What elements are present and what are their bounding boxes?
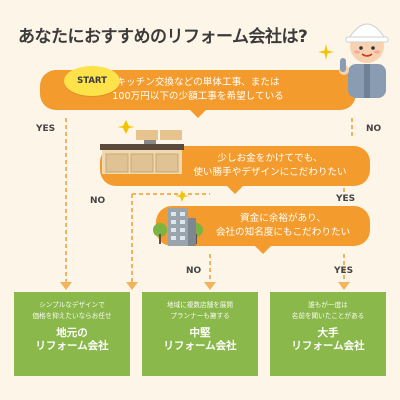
question-3-line-2: 会社の知名度にもこだわりたい [215, 227, 351, 238]
answer-q2-no: NO [90, 196, 106, 206]
result-local-desc-2: 価格を抑えたいならお任せ [32, 312, 112, 320]
result-mid-desc-2: プランナーも擁する [170, 312, 230, 320]
result-major-name-2: リフォーム会社 [291, 340, 365, 352]
result-major-desc-1: 誰もが一度は [308, 301, 348, 309]
answer-q1-no: NO [366, 124, 382, 134]
answer-q2-yes: YES [336, 194, 356, 204]
question-1-line-1: キッチン交換などの単体工事、または [116, 77, 280, 88]
result-local-name-2: リフォーム会社 [35, 340, 109, 352]
worker-character-icon [339, 23, 389, 98]
page-title: あなたにおすすめのリフォーム会社は? [18, 27, 308, 47]
question-2-line-1: 少しお金をかけてでも、 [217, 153, 323, 164]
result-mid-name-2: リフォーム会社 [163, 340, 237, 352]
result-major-desc-2: 名前を聞いたことがある [291, 312, 365, 320]
result-local-name-1: 地元の [56, 327, 88, 339]
question-1-line-2: 100万円以下の少額工事を希望している [112, 91, 284, 102]
kitchen-icon [100, 120, 184, 174]
start-badge: START [64, 66, 120, 96]
result-card-major: 誰もが一度は 名前を聞いたことがある 大手 リフォーム会社 [270, 292, 386, 376]
result-mid-name-1: 中堅 [189, 327, 211, 339]
answer-q3-yes: YES [334, 266, 354, 276]
answer-q3-no: NO [186, 266, 202, 276]
question-3-line-1: 資金に余裕があり、 [240, 213, 326, 224]
result-mid-desc-1: 地域に複数店舗を展開 [167, 301, 233, 309]
question-2-line-2: 使い勝手やデザインにこだわりたい [193, 167, 347, 178]
result-major-name-1: 大手 [317, 327, 339, 339]
result-local-desc-1: シンプルなデザインで [39, 301, 105, 309]
result-card-mid: 地域に複数店舗を展開 プランナーも擁する 中堅 リフォーム会社 [142, 292, 258, 376]
result-card-local: シンプルなデザインで 価格を抑えたいならお任せ 地元の リフォーム会社 [14, 292, 130, 376]
answer-q1-yes: YES [36, 124, 56, 134]
building-icon [153, 190, 203, 246]
sparkle-icon [318, 44, 334, 60]
